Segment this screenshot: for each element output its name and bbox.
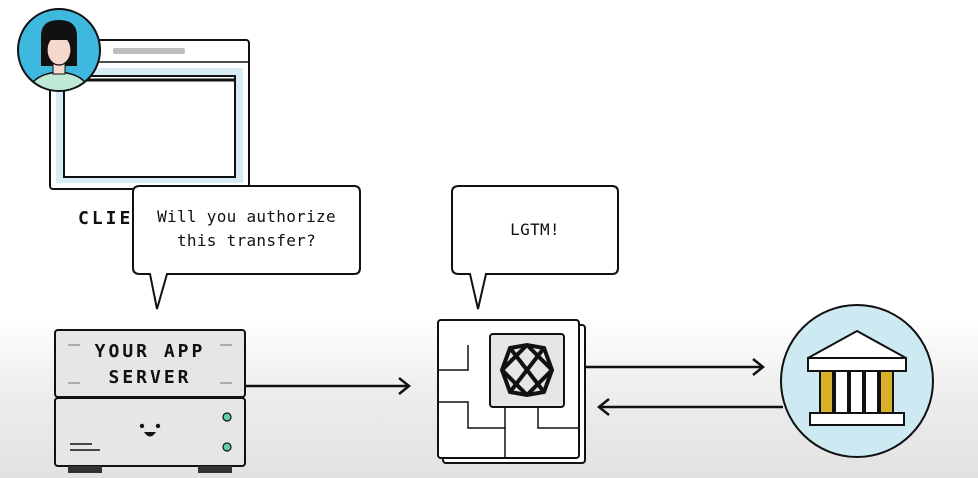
bubble-authorize-line1: Will you authorize bbox=[157, 207, 336, 226]
bubble-authorize-line2: this transfer? bbox=[176, 231, 317, 250]
server-label-line2: SERVER bbox=[108, 367, 192, 388]
server-label-line1: YOUR APP bbox=[94, 341, 206, 362]
bubble-reply-text: LGTM! bbox=[510, 220, 560, 239]
